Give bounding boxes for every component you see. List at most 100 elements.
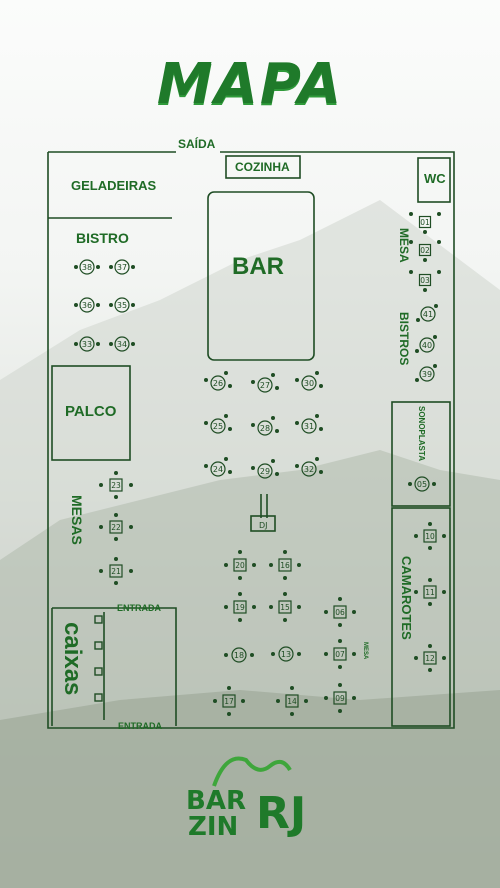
square-table-11[interactable] — [423, 585, 437, 599]
bar-label: BAR — [232, 253, 284, 280]
table-number: 16 — [280, 561, 290, 570]
chair-dot — [227, 712, 231, 716]
table-number: 18 — [234, 651, 244, 660]
round-table-33[interactable] — [79, 336, 95, 352]
square-table-20[interactable] — [233, 558, 247, 572]
logo-text-zin: ZIN — [188, 812, 239, 842]
square-table-19[interactable] — [233, 600, 247, 614]
square-table-02[interactable] — [418, 243, 432, 257]
chair-dot — [109, 342, 113, 346]
chair-dot — [315, 414, 319, 418]
chair-dot — [295, 421, 299, 425]
bistros-right-label: BISTROS — [397, 312, 411, 366]
round-table-05[interactable] — [414, 476, 430, 492]
chair-dot — [129, 525, 133, 529]
square-table-15[interactable] — [278, 600, 292, 614]
round-table-18[interactable] — [231, 647, 247, 663]
chair-dot — [224, 563, 228, 567]
square-table-09[interactable] — [333, 691, 347, 705]
chair-dot — [434, 304, 438, 308]
round-table-25[interactable] — [210, 418, 226, 434]
round-table-37[interactable] — [114, 259, 130, 275]
round-table-27[interactable] — [257, 377, 273, 393]
sonoplasta-label: SONOPLASTA — [417, 406, 426, 461]
round-table-24[interactable] — [210, 461, 226, 477]
chair-dot — [319, 427, 323, 431]
square-table-22[interactable] — [109, 520, 123, 534]
square-table-17[interactable] — [222, 694, 236, 708]
chair-dot — [131, 303, 135, 307]
chair-dot — [290, 712, 294, 716]
round-table-26[interactable] — [210, 375, 226, 391]
chair-dot — [414, 590, 418, 594]
square-table-16[interactable] — [278, 558, 292, 572]
square-table-10[interactable] — [423, 529, 437, 543]
square-table-14[interactable] — [285, 694, 299, 708]
square-table-12[interactable] — [423, 651, 437, 665]
chair-dot — [324, 610, 328, 614]
round-table-39[interactable] — [419, 366, 435, 382]
chair-dot — [269, 563, 273, 567]
chair-dot — [131, 342, 135, 346]
exit-top-label: SAÍDA — [178, 137, 216, 151]
chair-dot — [352, 610, 356, 614]
chair-dot — [324, 652, 328, 656]
chair-dot — [297, 605, 301, 609]
square-table-01[interactable] — [418, 215, 432, 229]
chair-dot — [283, 576, 287, 580]
round-table-32[interactable] — [301, 461, 317, 477]
round-table-30[interactable] — [301, 375, 317, 391]
round-table-36[interactable] — [79, 297, 95, 313]
chair-dot — [238, 592, 242, 596]
chair-dot — [109, 265, 113, 269]
chair-dot — [114, 537, 118, 541]
chair-dot — [251, 380, 255, 384]
table-number: 34 — [117, 340, 127, 349]
table-number: 20 — [235, 561, 245, 570]
chair-dot — [437, 240, 441, 244]
round-table-13[interactable] — [278, 646, 294, 662]
chair-dot — [252, 605, 256, 609]
square-table-07[interactable] — [333, 647, 347, 661]
square-table-21[interactable] — [109, 564, 123, 578]
round-table-38[interactable] — [79, 259, 95, 275]
table-number: 36 — [82, 301, 92, 310]
chair-dot — [213, 699, 217, 703]
chair-dot — [428, 578, 432, 582]
chair-dot — [224, 457, 228, 461]
table-number: 37 — [117, 263, 127, 272]
round-table-31[interactable] — [301, 418, 317, 434]
chair-dot — [409, 240, 413, 244]
round-table-34[interactable] — [114, 336, 130, 352]
round-table-28[interactable] — [257, 420, 273, 436]
chair-dot — [74, 303, 78, 307]
chair-dot — [99, 483, 103, 487]
round-table-35[interactable] — [114, 297, 130, 313]
round-table-41[interactable] — [420, 306, 436, 322]
table-number: 32 — [304, 465, 314, 474]
chair-dot — [224, 653, 228, 657]
chair-dot — [250, 653, 254, 657]
chair-dot — [297, 652, 301, 656]
palco-label: PALCO — [65, 403, 117, 420]
table-number: 30 — [304, 379, 314, 388]
chair-dot — [74, 265, 78, 269]
chair-dot — [114, 471, 118, 475]
chair-dot — [338, 665, 342, 669]
square-table-03[interactable] — [418, 273, 432, 287]
chair-dot — [437, 212, 441, 216]
page-title: MAPA — [156, 52, 344, 117]
table-number: 13 — [281, 650, 291, 659]
chair-dot — [224, 371, 228, 375]
entrada-bottom-label: ENTRADA — [118, 721, 162, 731]
chair-dot — [224, 605, 228, 609]
round-table-40[interactable] — [419, 337, 435, 353]
round-table-29[interactable] — [257, 463, 273, 479]
chair-dot — [295, 378, 299, 382]
square-table-23[interactable] — [109, 478, 123, 492]
chair-dot — [129, 483, 133, 487]
entrada-mid-label: ENTRADA — [117, 603, 161, 613]
square-table-06[interactable] — [333, 605, 347, 619]
chair-dot — [275, 429, 279, 433]
chair-dot — [423, 288, 427, 292]
